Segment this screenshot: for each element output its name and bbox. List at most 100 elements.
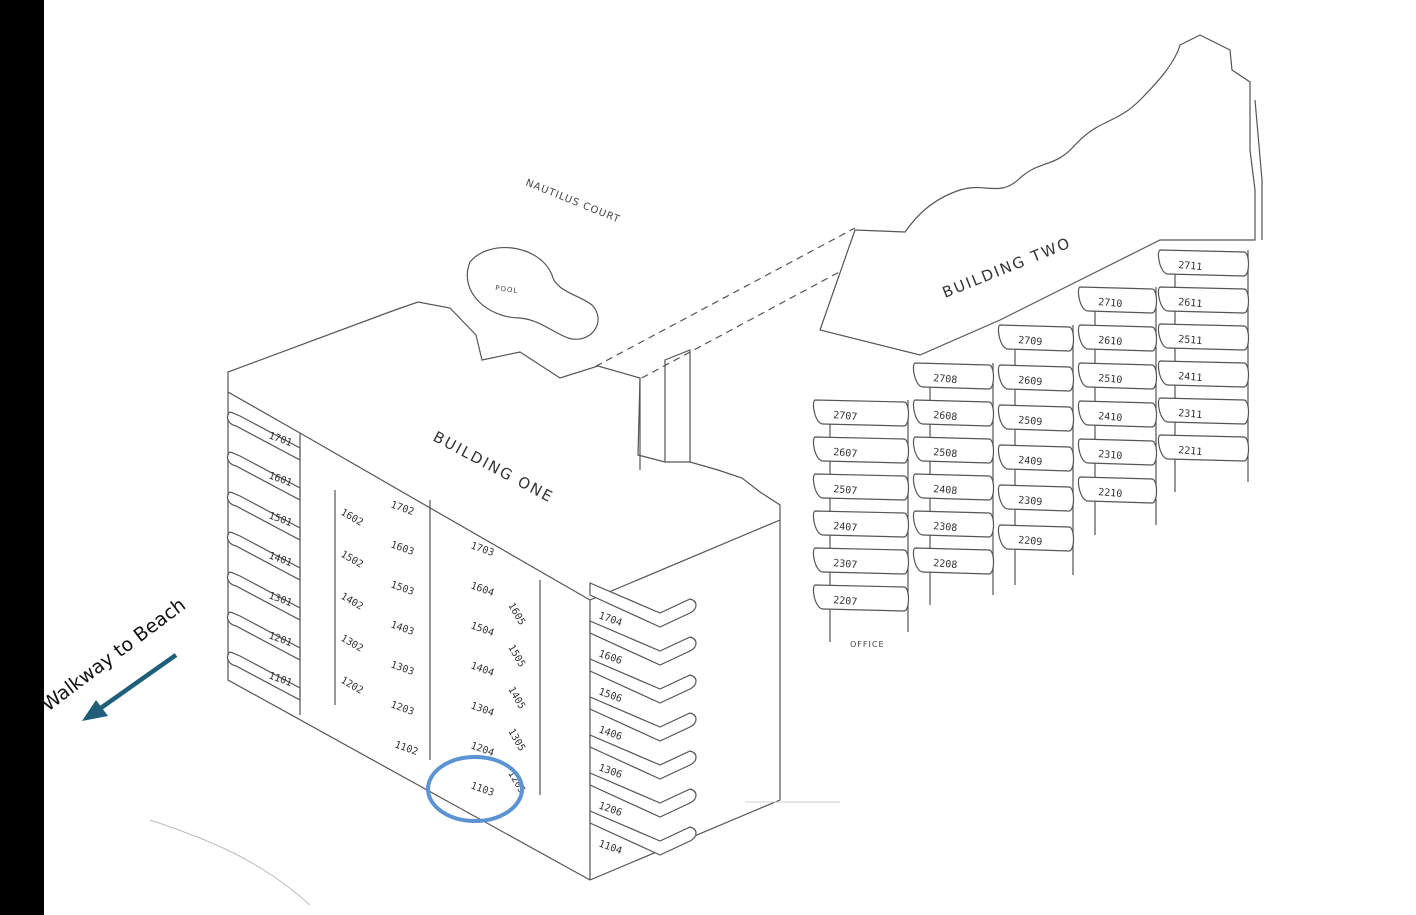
unit-slab	[812, 473, 910, 501]
unit-label-1505: 1505	[505, 643, 527, 669]
unit-label-2307: 2307	[833, 558, 858, 571]
unit-label-2309: 2309	[1018, 495, 1043, 508]
unit-slab	[997, 404, 1075, 432]
pool-label: POOL	[495, 284, 519, 295]
unit-label-2710: 2710	[1098, 297, 1123, 310]
unit-label-1402: 1402	[339, 591, 365, 613]
unit-label-2408: 2408	[933, 484, 958, 497]
unit-label-2607: 2607	[833, 447, 858, 460]
building-two-roof	[819, 34, 1256, 356]
balcony-left	[226, 531, 301, 581]
unit-label-2410: 2410	[1098, 411, 1123, 424]
unit-slab	[1157, 434, 1250, 462]
unit-slab	[1077, 438, 1158, 466]
balcony-left	[226, 651, 301, 701]
unit-label-2407: 2407	[833, 521, 858, 534]
pool: POOL	[466, 247, 599, 340]
unit-label-2411: 2411	[1178, 371, 1203, 384]
building-two: 2707260725072407230722072708260825082408…	[812, 34, 1263, 649]
unit-slab	[997, 444, 1075, 472]
unit-slab	[1157, 249, 1250, 277]
balcony-right	[589, 582, 697, 628]
unit-label-2711: 2711	[1178, 260, 1203, 273]
balcony-right	[589, 810, 697, 856]
unit-slab	[812, 399, 910, 427]
unit-slab	[1077, 400, 1158, 428]
unit-label-2409: 2409	[1018, 455, 1043, 468]
unit-slab	[1077, 362, 1158, 390]
unit-slab	[997, 484, 1075, 512]
building-one-roof	[227, 301, 781, 601]
unit-label-1603: 1603	[389, 539, 415, 558]
unit-label-1504: 1504	[469, 620, 495, 639]
building-one-recess	[334, 490, 541, 795]
unit-label-1502: 1502	[339, 549, 365, 571]
unit-label-1404: 1404	[469, 660, 495, 679]
unit-slab	[812, 547, 910, 575]
unit-label-1605: 1605	[505, 601, 527, 627]
unit-label-1604: 1604	[469, 580, 495, 599]
balcony-left	[226, 451, 301, 501]
unit-label-1405: 1405	[505, 685, 527, 711]
unit-label-1304: 1304	[469, 700, 495, 719]
unit-slab	[812, 584, 910, 612]
unit-label-2210: 2210	[1098, 487, 1123, 500]
unit-slab	[912, 473, 995, 501]
unit-slab	[1077, 476, 1158, 504]
unit-label-1305: 1305	[505, 727, 527, 753]
left-black-bar	[0, 0, 44, 915]
unit-label-1202: 1202	[339, 675, 365, 697]
unit-label-1203: 1203	[389, 699, 415, 718]
building-one-right-balconies	[589, 582, 697, 856]
unit-label-2507: 2507	[833, 484, 858, 497]
unit-label-1403: 1403	[389, 619, 415, 638]
unit-label-2510: 2510	[1098, 373, 1123, 386]
unit-label-2211: 2211	[1178, 445, 1203, 458]
unit-label-2208: 2208	[933, 558, 958, 571]
balcony-right	[589, 696, 697, 742]
unit-slab	[1157, 360, 1250, 388]
unit-slab	[812, 436, 910, 464]
unit-label-2509: 2509	[1018, 415, 1043, 428]
unit-label-1702: 1702	[389, 499, 415, 518]
unit-label-2608: 2608	[933, 410, 958, 423]
nautilus-court-label: NAUTILUS COURT	[524, 178, 622, 226]
unit-label-1102: 1102	[393, 739, 419, 758]
unit-slab	[1157, 397, 1250, 425]
highlight-ring-1103	[426, 755, 524, 823]
unit-label-2310: 2310	[1098, 449, 1123, 462]
building-one-left-balconies	[226, 411, 301, 701]
building-two-side	[1254, 99, 1263, 240]
balcony-right	[589, 658, 697, 704]
connector-dash-1	[584, 227, 856, 373]
unit-slab	[997, 524, 1075, 552]
unit-label-1104: 1104	[597, 838, 623, 857]
building-one: BUILDING ONE 170116011501140113011201110…	[226, 301, 781, 881]
unit-slab	[912, 399, 995, 427]
unit-label-1602: 1602	[339, 507, 365, 529]
balcony-left	[226, 571, 301, 621]
unit-label-2207: 2207	[833, 595, 858, 608]
unit-label-2708: 2708	[933, 373, 958, 386]
unit-slab	[1077, 324, 1158, 352]
building-one-rear-tower	[639, 349, 691, 470]
unit-label-2609: 2609	[1018, 375, 1043, 388]
balcony-left	[226, 411, 301, 461]
unit-label-2707: 2707	[833, 410, 858, 423]
balcony-right	[589, 620, 697, 666]
unit-label-2209: 2209	[1018, 535, 1043, 548]
unit-slab	[1157, 286, 1250, 314]
unit-label-1503: 1503	[389, 579, 415, 598]
unit-label-1303: 1303	[389, 659, 415, 678]
unit-label-2308: 2308	[933, 521, 958, 534]
ground-sketch-line	[149, 819, 311, 906]
unit-label-2709: 2709	[1018, 335, 1043, 348]
unit-label-2511: 2511	[1178, 334, 1203, 347]
unit-label-2610: 2610	[1098, 335, 1123, 348]
unit-label-1103: 1103	[469, 780, 495, 799]
balcony-right	[589, 734, 697, 780]
unit-slab	[912, 510, 995, 538]
unit-slab	[1157, 323, 1250, 351]
unit-slab	[1077, 286, 1158, 314]
